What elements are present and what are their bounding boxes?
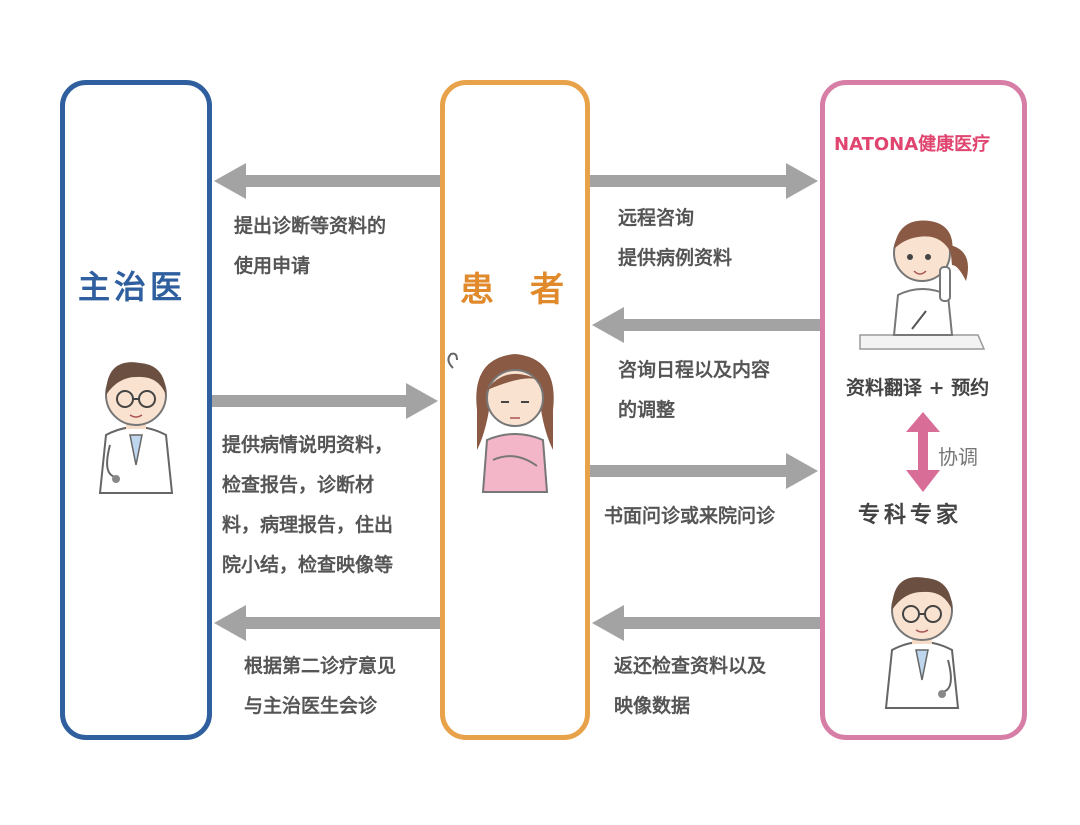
- specialist-illustration: [884, 577, 960, 709]
- flow-label-natona-to-patient-2: 返还检查资料以及 映像数据: [614, 646, 766, 726]
- arrow-natona-to-patient-1: [592, 307, 820, 343]
- flow-line: 院小结，检查映像等: [222, 554, 394, 576]
- arrow-patient-to-doctor-1: [214, 163, 440, 199]
- flow-line: 提供病例资料: [618, 247, 733, 269]
- doctor-title: 主治医: [78, 268, 187, 306]
- coordination-label: 协调: [938, 445, 978, 469]
- flow-line: 料，病理报告，住出: [222, 514, 394, 536]
- arrow-patient-to-doctor-2: [214, 605, 440, 641]
- flow-line: 检查报告，诊断材: [222, 474, 375, 496]
- flow-label-doctor-to-patient: 提供病情说明资料， 检查报告，诊断材 料，病理报告，住出 院小结，检查映像等: [222, 425, 393, 585]
- flow-label-natona-to-patient-1: 咨询日程以及内容 的调整: [618, 350, 770, 430]
- natona-panel: [820, 80, 1027, 740]
- patient-illustration: [447, 352, 554, 493]
- flow-line: 返还检查资料以及: [614, 655, 767, 677]
- arrow-patient-to-natona-1: [590, 163, 818, 199]
- flow-line: 咨询日程以及内容: [618, 359, 771, 381]
- flow-line: 使用申请: [234, 255, 311, 277]
- patient-title: 患者: [460, 270, 600, 310]
- doctor-illustration: [98, 362, 174, 494]
- flow-line: 映像数据: [614, 695, 691, 717]
- coordination-arrow: [906, 412, 940, 492]
- flow-line: 书面问诊或来院问诊: [604, 505, 776, 527]
- flow-label-patient-to-natona-1: 远程咨询 提供病例资料: [618, 198, 732, 278]
- flow-label-patient-to-doctor-1: 提出诊断等资料的 使用申请: [234, 206, 386, 286]
- arrow-patient-to-natona-2: [590, 453, 818, 489]
- flow-line: 根据第二诊疗意见: [244, 655, 397, 677]
- arrow-natona-to-patient-2: [592, 605, 820, 641]
- flow-line: 提出诊断等资料的: [234, 215, 387, 237]
- flow-line: 提供病情说明资料，: [222, 434, 394, 456]
- flow-line: 与主治医生会诊: [244, 695, 378, 717]
- brand-title: NATONA健康医疗: [834, 134, 991, 155]
- receptionist-illustration: [859, 220, 986, 350]
- specialist-label: 专科专家: [858, 503, 963, 528]
- flow-label-patient-to-doctor-2: 根据第二诊疗意见 与主治医生会诊: [244, 646, 396, 726]
- flow-line: 远程咨询: [618, 207, 695, 229]
- arrow-doctor-to-patient: [212, 383, 438, 419]
- flow-label-patient-to-natona-2: 书面问诊或来院问诊: [604, 496, 775, 536]
- flow-line: 的调整: [618, 399, 676, 421]
- translation-label: 资料翻译 + 预约: [846, 377, 990, 399]
